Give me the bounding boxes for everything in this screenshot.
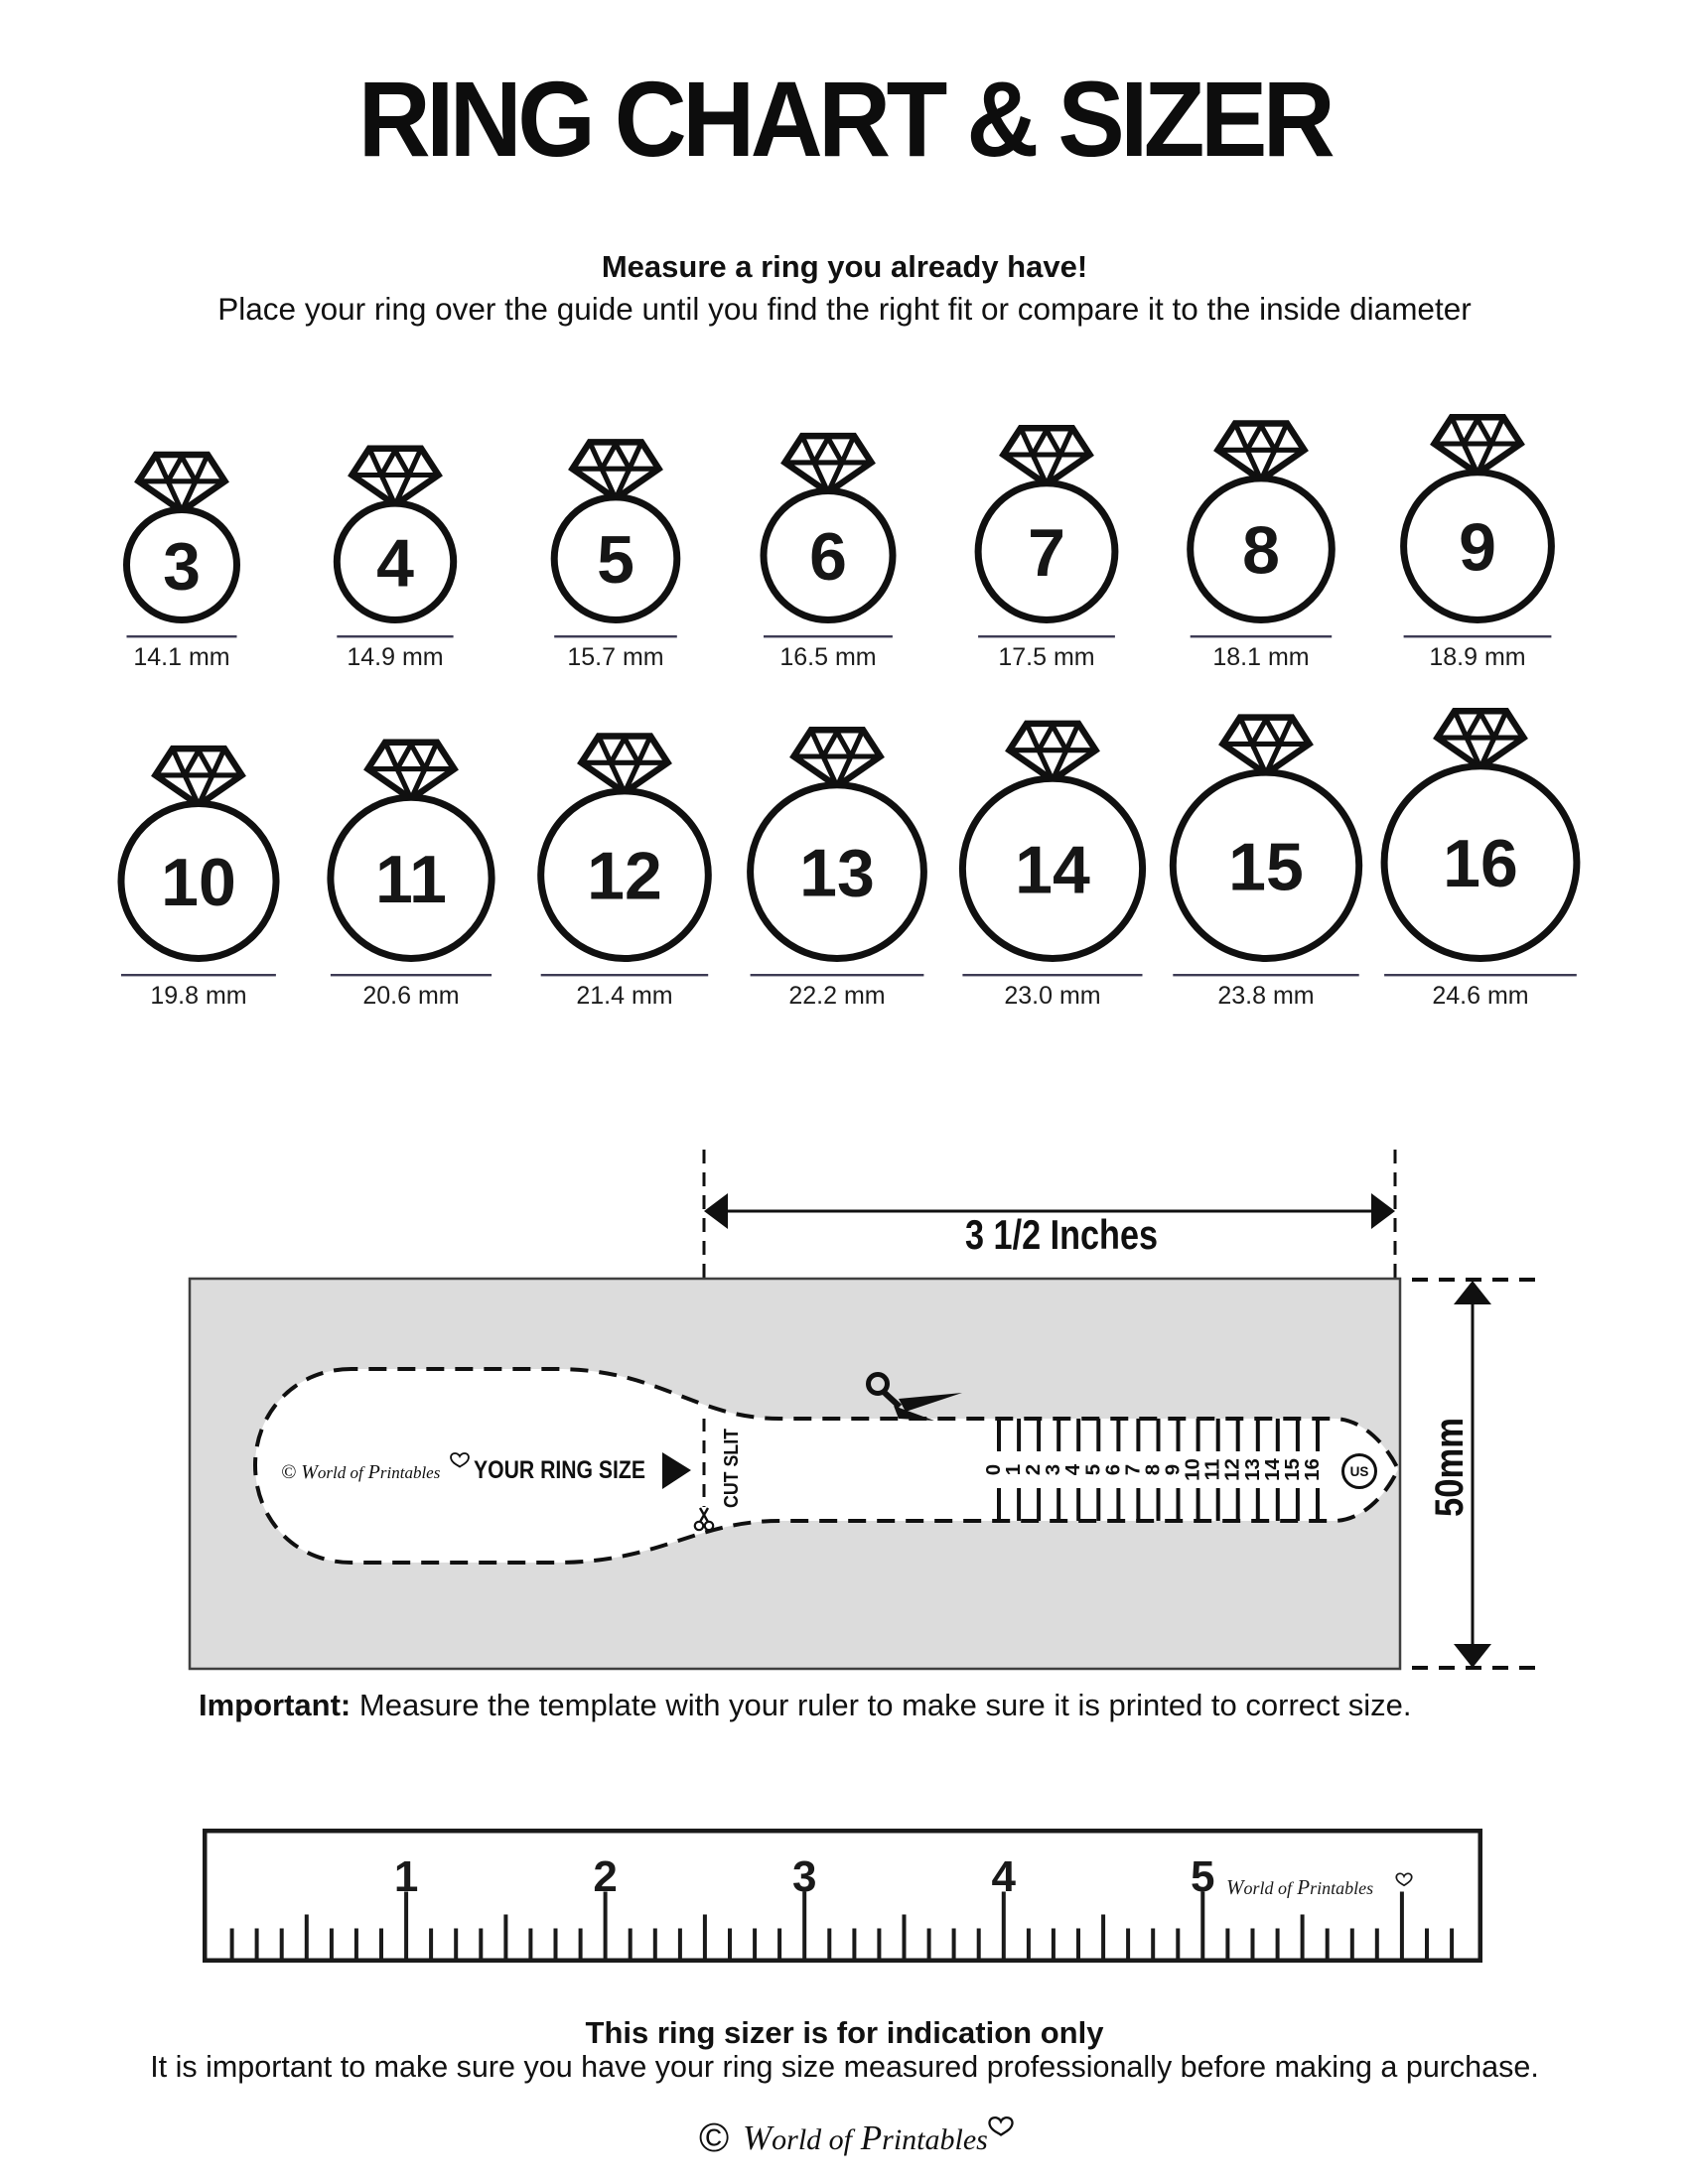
- svg-text:11: 11: [375, 842, 447, 917]
- svg-text:18.1 mm: 18.1 mm: [1212, 643, 1309, 671]
- svg-text:12: 12: [1221, 1458, 1244, 1481]
- svg-text:13: 13: [799, 836, 875, 911]
- svg-text:6: 6: [809, 519, 847, 595]
- svg-text:3: 3: [163, 529, 201, 605]
- svg-text:2: 2: [1022, 1464, 1045, 1475]
- svg-text:22.2 mm: 22.2 mm: [788, 982, 885, 1010]
- svg-text:21.4 mm: 21.4 mm: [576, 982, 672, 1010]
- svg-text:1: 1: [394, 1852, 418, 1901]
- svg-text:13: 13: [1241, 1458, 1264, 1481]
- svg-text:2: 2: [593, 1852, 617, 1901]
- svg-text:23.8 mm: 23.8 mm: [1217, 982, 1314, 1010]
- svg-text:5: 5: [597, 522, 634, 598]
- svg-text:US: US: [1350, 1464, 1369, 1479]
- svg-text:7: 7: [1028, 515, 1065, 591]
- svg-text:8: 8: [1242, 513, 1280, 589]
- svg-text:CUT SLIT: CUT SLIT: [721, 1429, 743, 1508]
- svg-text:4: 4: [1061, 1463, 1084, 1475]
- svg-text:World of Printables: World of Printables: [743, 2118, 988, 2157]
- svg-text:20.6 mm: 20.6 mm: [362, 982, 459, 1010]
- svg-text:4: 4: [376, 525, 414, 601]
- svg-text:6: 6: [1101, 1464, 1124, 1475]
- svg-text:5: 5: [1081, 1464, 1104, 1475]
- svg-text:5: 5: [1191, 1852, 1214, 1901]
- svg-text:15: 15: [1281, 1458, 1304, 1481]
- svg-text:18.9 mm: 18.9 mm: [1429, 643, 1525, 671]
- svg-text:©: ©: [699, 2115, 729, 2160]
- svg-text:9: 9: [1459, 510, 1496, 586]
- svg-text:16: 16: [1443, 826, 1518, 901]
- svg-text:12: 12: [587, 839, 662, 914]
- svg-text:0: 0: [982, 1464, 1005, 1475]
- svg-text:14.9 mm: 14.9 mm: [347, 643, 443, 671]
- svg-text:© World of Printables: © World of Printables: [281, 1461, 441, 1483]
- svg-text:9: 9: [1162, 1464, 1185, 1475]
- svg-text:YOUR RING SIZE: YOUR RING SIZE: [474, 1456, 645, 1484]
- svg-text:10: 10: [1182, 1458, 1204, 1481]
- svg-text:24.6 mm: 24.6 mm: [1432, 982, 1528, 1010]
- svg-text:16.5 mm: 16.5 mm: [779, 643, 876, 671]
- svg-text:23.0 mm: 23.0 mm: [1004, 982, 1100, 1010]
- svg-text:16: 16: [1301, 1458, 1324, 1481]
- svg-text:1: 1: [1002, 1464, 1025, 1475]
- svg-text:17.5 mm: 17.5 mm: [998, 643, 1094, 671]
- svg-text:15.7 mm: 15.7 mm: [567, 643, 663, 671]
- svg-text:19.8 mm: 19.8 mm: [150, 982, 246, 1010]
- svg-text:7: 7: [1121, 1464, 1144, 1475]
- svg-text:14: 14: [1015, 832, 1090, 907]
- svg-text:14.1 mm: 14.1 mm: [133, 643, 229, 671]
- svg-text:World of Printables: World of Printables: [1226, 1875, 1373, 1899]
- svg-text:10: 10: [161, 845, 236, 920]
- svg-text:3: 3: [1042, 1464, 1064, 1475]
- svg-text:3: 3: [792, 1852, 816, 1901]
- svg-text:8: 8: [1142, 1464, 1165, 1475]
- svg-text:4: 4: [992, 1852, 1017, 1901]
- svg-text:50mm: 50mm: [1428, 1418, 1472, 1517]
- svg-text:3 1/2 Inches: 3 1/2 Inches: [965, 1211, 1158, 1258]
- svg-text:11: 11: [1201, 1459, 1224, 1481]
- svg-text:15: 15: [1228, 829, 1304, 904]
- svg-text:14: 14: [1261, 1458, 1284, 1481]
